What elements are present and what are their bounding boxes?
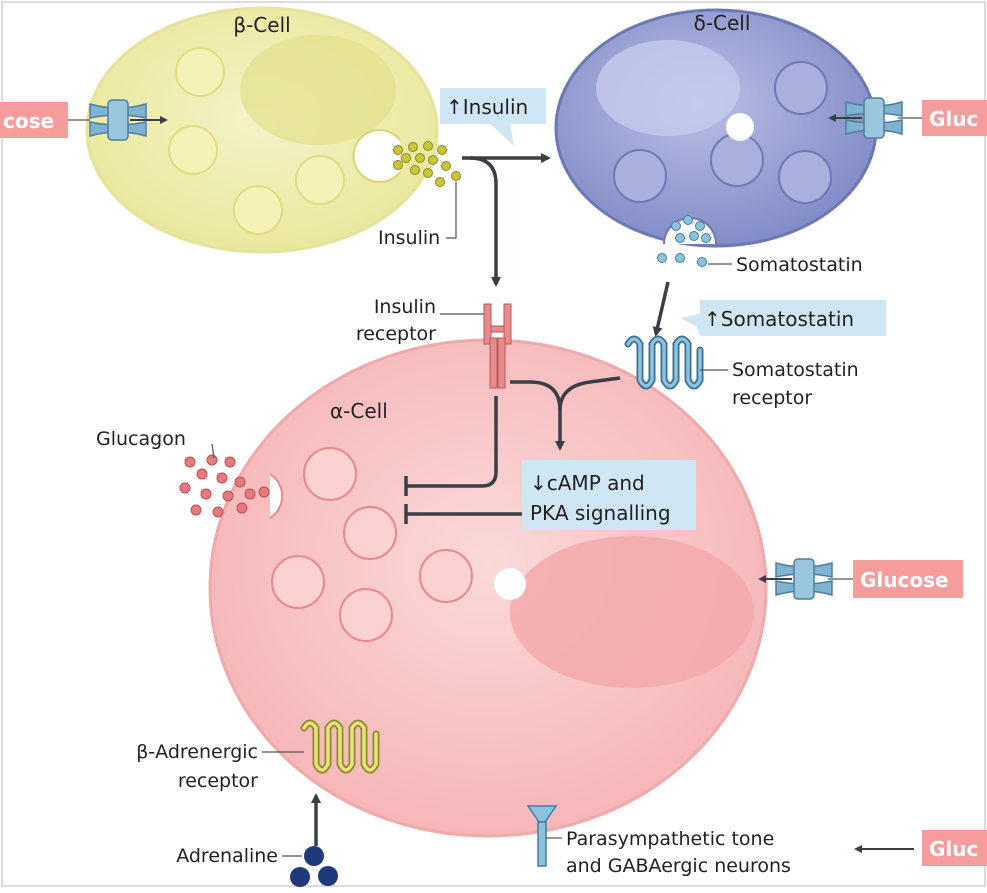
glucose-input-beta: cose [0,99,168,141]
insulin-label-group: Insulin [378,182,457,249]
insulin-receptor-icon [483,303,512,389]
glucagon-label: Glucagon [96,428,186,450]
delta-vesicle [774,61,828,115]
camp-box [522,460,696,530]
camp-label-line1: ↓cAMP and [530,471,645,495]
insulin-to-receptor-arrow [469,156,501,287]
glucose-tag-right-top [922,100,987,136]
alpha-cell: α-Cell [208,338,768,838]
insulin-label: Insulin [378,227,440,249]
beta-adrenergic-label-line1: β-Adrenergic [136,741,258,763]
glucagon-leader [211,443,215,459]
glucose-input-alpha: Glucose [758,558,963,600]
alpha-exocytosis-pocket [269,473,284,519]
adrenaline-molecules [290,846,338,887]
glucose-transporter-icon [845,97,903,139]
beta-cell-nucleus [240,35,396,145]
beta-vesicle [168,125,218,175]
glucose-transporter-icon [89,99,147,141]
delta-cell: δ-Cell [554,8,878,267]
camp-label-line2: PKA signalling [530,501,671,525]
parasympathetic-label-line2: and GABAergic neurons [566,855,791,877]
alpha-cell-label: α-Cell [330,399,388,423]
delta-vesicle [778,150,832,204]
glucose-tag-right-bottom [922,830,987,866]
somatostatin-receptor-label-line1: Somatostatin [732,359,859,381]
glucose-input-delta: Gluc [828,97,987,139]
somatostatin-signal-arrow [558,376,621,411]
alpha-cell-nucleus [510,536,754,688]
insulin-receptor-label-line2: receptor [356,323,436,345]
delta-cell-label: δ-Cell [694,11,751,35]
glucose-tag-left-text: cose [3,109,54,133]
glucagon-granules [179,454,270,518]
delta-vesicle [710,133,764,187]
somatostatin-to-receptor-arrow [652,281,670,337]
glucose-input-bottom: Gluc [854,830,987,866]
up-insulin-text: ↑Insulin [446,95,528,119]
delta-marker-dot [726,113,754,141]
parasympathetic-label-line1: Parasympathetic tone [566,828,774,850]
insulin-inhibition-line [406,396,498,488]
adrenaline-label: Adrenaline [176,845,278,867]
insulin-granules [393,141,461,187]
alpha-marker-dot [494,568,526,600]
beta-adrenergic-label-line2: receptor [178,770,258,792]
beta-vesicle [175,47,225,97]
delta-cell-nucleus [596,40,740,136]
delta-cell-body [554,8,878,248]
alpha-vesicle [339,588,393,642]
glucose-transporter-icon [775,558,833,600]
glucose-tag-right-top-text: Gluc [929,107,978,131]
callout-box [680,300,886,336]
callout-box [440,88,546,146]
glucose-tag-left [0,102,68,138]
beta-cell-label: β-Cell [233,13,290,37]
up-insulin-callout: ↑Insulin [440,88,546,146]
alpha-vesicle [419,549,473,603]
alpha-vesicle [343,506,397,560]
up-somatostatin-callout: ↑Somatostatin [680,300,886,336]
alpha-vesicle [303,447,357,501]
glucose-tag-right-middle [853,560,963,598]
beta-vesicle [233,185,283,235]
glucose-tag-right-middle-text: Glucose [860,568,949,592]
beta-vesicle [295,155,345,205]
up-somatostatin-text: ↑Somatostatin [704,307,854,331]
somatostatin-label: Somatostatin [736,254,863,276]
delta-vesicle [613,149,667,203]
alpha-vesicle [271,555,325,609]
somatostatin-granules [657,215,711,267]
beta-cell: β-Cell [85,6,461,254]
glucose-tag-right-bottom-text: Gluc [929,837,978,861]
somatostatin-receptor-label-line2: receptor [732,387,812,409]
parasympathetic-receptor-icon [526,805,558,867]
insulin-receptor-label-line1: Insulin [374,296,436,318]
beta-exocytosis-pocket [352,129,401,183]
